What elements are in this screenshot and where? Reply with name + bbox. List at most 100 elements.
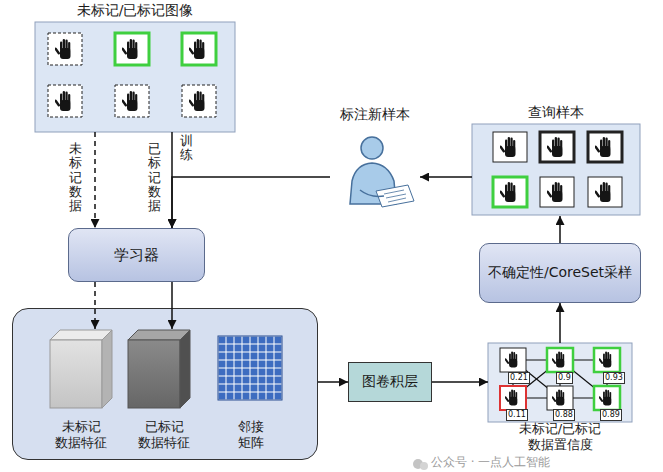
hand-image: [546, 182, 563, 202]
node-label: 图卷积层: [362, 373, 418, 391]
hand-image: [504, 352, 611, 406]
feature-group: 未标记 数据特征已标记 数据特征邻接 矩阵: [12, 308, 318, 460]
unlabeled-frame: [48, 33, 82, 65]
graph-node-frame: [594, 386, 620, 410]
graph-link: [560, 397, 607, 398]
confidence-value: 0.9: [556, 372, 573, 384]
annotator-icon: [361, 137, 383, 159]
sample-frame: [493, 132, 527, 162]
graph-node-frame: [594, 348, 620, 372]
sample-frame: [493, 177, 527, 207]
hand-image: [504, 390, 517, 406]
graph-link: [513, 359, 560, 360]
annotator-icon: [350, 137, 414, 207]
confidence-panel: 未标记/已标记 数据置信度: [488, 343, 632, 455]
hand-image: [504, 352, 517, 368]
query-panel-ground: [472, 124, 640, 215]
gcn-layer-box: 图卷积层: [348, 362, 432, 402]
hand-image: [188, 91, 205, 111]
sample-frame: [493, 132, 622, 207]
node-label: 学习器: [114, 246, 159, 265]
confidence-value: 0.93: [603, 372, 625, 384]
watermark-icon: [420, 462, 428, 470]
edge-label: 未标记数据: [69, 142, 82, 213]
learner-box: 学习器: [68, 228, 205, 282]
edge-label: 训练: [180, 134, 193, 163]
watermark-icon: [413, 459, 428, 470]
node-label: 未标记/已标记图像: [77, 2, 194, 20]
node-label: 不确定性/CoreSet采样: [488, 264, 632, 282]
hand-image: [54, 39, 205, 111]
graph-node-frame: [500, 348, 526, 372]
hand-image: [594, 137, 611, 157]
hand-image: [54, 39, 71, 59]
flow-arrow: [94, 132, 96, 228]
flow-arrow: [171, 132, 173, 228]
labeled-frame: [115, 33, 149, 65]
hand-image: [598, 390, 611, 406]
hand-image: [121, 91, 138, 111]
unlabeled-frame: [48, 85, 82, 117]
graph-link: [513, 397, 560, 398]
watermark: 公众号 · 一点人工智能: [431, 456, 550, 469]
feature-cube: 已标记 数据特征: [121, 329, 207, 453]
edge-label: 已标记数据: [148, 142, 161, 213]
unlabeled-frame: [48, 33, 216, 117]
graph-node-frame: [500, 348, 620, 410]
feature-cube: 未标记 数据特征: [41, 329, 121, 453]
annotator-icon: [350, 163, 396, 204]
node-label: 未标记/已标记 数据置信度: [495, 421, 625, 454]
node-label: 邻接 矩阵: [234, 419, 268, 452]
labeled-frame: [182, 33, 216, 65]
confidence-value: 0.89: [600, 409, 622, 421]
hand-image: [546, 137, 563, 157]
hand-image: [188, 39, 205, 59]
graph-link: [560, 359, 607, 360]
confidence-value: 0.11: [506, 409, 528, 421]
flow-arrow: [559, 303, 561, 343]
image-panel-ground: [35, 22, 235, 132]
hand-image: [499, 137, 611, 202]
image-panel: 未标记/已标记图像: [35, 2, 235, 132]
hand-image: [594, 182, 611, 202]
hand-image: [54, 91, 71, 111]
graph-node-frame: [547, 348, 573, 372]
node-label: 未标记 数据特征: [42, 419, 120, 452]
annotator-icon: [360, 190, 384, 196]
annotator-icon: [384, 190, 406, 202]
node-label: 查询样本: [528, 104, 584, 122]
confidence-panel-ground: [488, 343, 632, 422]
sample-frame: [588, 132, 622, 162]
flow-arrow: [432, 381, 488, 383]
watermark-icon: [413, 459, 423, 469]
node-label: 已标记 数据特征: [125, 419, 203, 452]
hand-image: [598, 352, 611, 368]
hand-image: [551, 390, 564, 406]
image-panel-ground: [35, 22, 235, 132]
query-panel: 查询样本: [472, 104, 640, 216]
graph-node-frame: [547, 386, 573, 410]
flow-arrow: [559, 216, 561, 243]
unlabeled-frame: [115, 85, 149, 117]
hand-image: [499, 182, 516, 202]
confidence-panel-ground: [488, 343, 632, 422]
hand-image: [551, 352, 564, 368]
sample-frame: [540, 177, 574, 207]
sample-frame: [588, 177, 622, 207]
hand-image: [499, 137, 516, 157]
graph-node-frame: [500, 386, 526, 410]
hand-image: [121, 39, 138, 59]
adjacency-matrix: 邻接 矩阵: [213, 329, 289, 453]
confidence-value: 0.88: [553, 409, 575, 421]
node-label: 标注新样本: [340, 106, 410, 124]
flow-arrow: [420, 176, 472, 178]
unlabeled-frame: [182, 85, 216, 117]
sampling-box: 不确定性/CoreSet采样: [479, 243, 641, 303]
confidence-value: 0.21: [508, 372, 530, 384]
query-panel-ground: [472, 124, 640, 215]
annotator-figure: 标注新样本: [330, 106, 420, 208]
annotator-icon: [376, 185, 414, 207]
sample-frame: [540, 132, 574, 162]
flow-arrow: [318, 381, 348, 383]
